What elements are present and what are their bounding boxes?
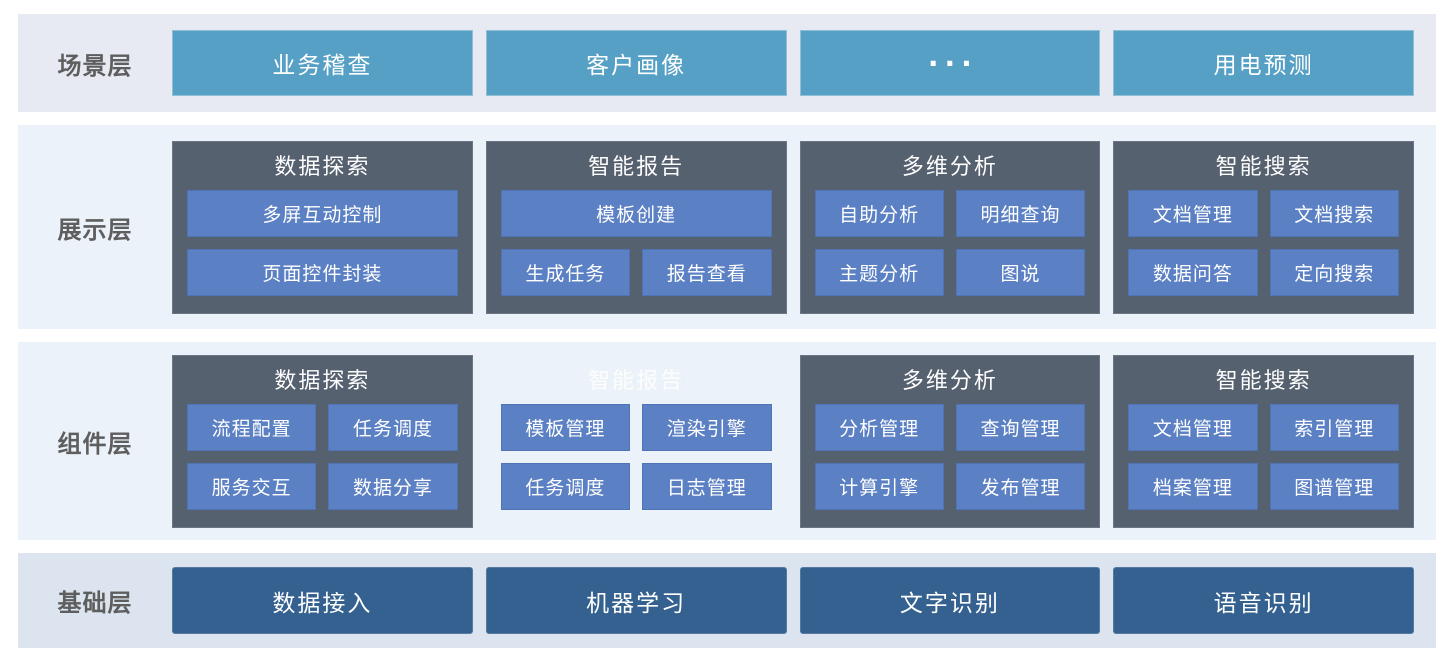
module-item: 流程配置 — [187, 403, 317, 451]
group-box: 智能搜索文档管理索引管理档案管理图谱管理 — [1113, 354, 1414, 528]
module-item: 报告查看 — [642, 248, 772, 296]
group-box: 多维分析分析管理查询管理计算引擎发布管理 — [799, 354, 1101, 528]
group-row: 文档管理文档搜索 — [1128, 189, 1399, 237]
module-item: 自助分析 — [814, 189, 944, 237]
group-rows: 多屏互动控制页面控件封装 — [187, 189, 458, 296]
module-item: 服务交互 — [187, 462, 317, 510]
group-row: 任务调度日志管理 — [500, 462, 772, 510]
group-title: 数据探索 — [274, 367, 371, 393]
group-row: 生成任务报告查看 — [500, 248, 772, 296]
group-row: 自助分析明细查询 — [814, 189, 1086, 237]
scene-layer-band: 场景层 业务稽查客户画像···用电预测 — [18, 14, 1436, 112]
module-item: 多屏互动控制 — [187, 189, 458, 237]
module-item: 文档搜索 — [1269, 189, 1399, 237]
group-title: 多维分析 — [901, 367, 998, 393]
layer-label: 基础层 — [57, 590, 133, 617]
group-box: 数据探索多屏互动控制页面控件封装 — [172, 140, 473, 314]
group-row: 多屏互动控制 — [187, 189, 458, 237]
group-rows: 流程配置任务调度服务交互数据分享 — [187, 403, 458, 510]
module-item: 图说 — [955, 248, 1086, 296]
component-layer-content: 数据探索流程配置任务调度服务交互数据分享智能报告模板管理渲染引擎任务调度日志管理… — [172, 354, 1436, 528]
module-item: 任务调度 — [328, 403, 458, 451]
module-item: 分析管理 — [814, 403, 944, 451]
group-row: 主题分析图说 — [814, 248, 1086, 296]
presentation-layer-content: 数据探索多屏互动控制页面控件封装智能报告模板创建生成任务报告查看多维分析自助分析… — [172, 140, 1436, 314]
group-row: 数据问答定向搜索 — [1128, 248, 1399, 296]
group-rows: 自助分析明细查询主题分析图说 — [814, 189, 1086, 296]
foundation-box: 数据接入 — [172, 567, 473, 634]
module-item: 模板管理 — [500, 403, 631, 451]
group-box: 智能报告模板管理渲染引擎任务调度日志管理 — [486, 355, 787, 528]
module-item: 文档管理 — [1128, 403, 1258, 451]
foundation-box: 语音识别 — [1113, 567, 1414, 634]
layer-label: 展示层 — [57, 216, 133, 244]
group-row: 模板创建 — [500, 189, 772, 237]
module-item: 查询管理 — [955, 403, 1086, 451]
module-item: 数据问答 — [1128, 248, 1258, 296]
module-item: 发布管理 — [955, 462, 1086, 510]
module-item: 渲染引擎 — [642, 403, 772, 451]
group-row: 模板管理渲染引擎 — [500, 403, 772, 451]
module-item: 图谱管理 — [1269, 462, 1399, 510]
scenario-box: 用电预测 — [1113, 30, 1414, 96]
layer-label: 组件层 — [57, 430, 133, 458]
group-rows: 分析管理查询管理计算引擎发布管理 — [814, 403, 1086, 510]
scene-layer-content: 业务稽查客户画像···用电预测 — [172, 30, 1436, 96]
group-title: 智能搜索 — [1215, 367, 1312, 393]
module-item: 索引管理 — [1269, 403, 1399, 451]
group-row: 计算引擎发布管理 — [814, 462, 1086, 510]
group-row: 档案管理图谱管理 — [1128, 462, 1399, 510]
scenario-box: ··· — [799, 30, 1101, 96]
group-row: 分析管理查询管理 — [814, 403, 1086, 451]
scenario-box: 业务稽查 — [172, 30, 473, 96]
group-rows: 文档管理文档搜索数据问答定向搜索 — [1128, 189, 1399, 296]
layer-label: 场景层 — [57, 52, 133, 80]
group-row: 服务交互数据分享 — [187, 462, 458, 510]
group-box: 多维分析自助分析明细查询主题分析图说 — [799, 140, 1101, 314]
group-row: 流程配置任务调度 — [187, 403, 458, 451]
module-item: 文档管理 — [1128, 189, 1258, 237]
foundation-layer-content: 数据接入机器学习文字识别语音识别 — [172, 567, 1436, 634]
module-item: 明细查询 — [955, 189, 1086, 237]
group-rows: 文档管理索引管理档案管理图谱管理 — [1128, 403, 1399, 510]
group-title: 智能搜索 — [1215, 153, 1312, 179]
group-box: 智能搜索文档管理文档搜索数据问答定向搜索 — [1113, 140, 1414, 314]
component-layer-band: 组件层 数据探索流程配置任务调度服务交互数据分享智能报告模板管理渲染引擎任务调度… — [18, 342, 1436, 540]
group-rows: 模板管理渲染引擎任务调度日志管理 — [500, 403, 772, 510]
group-title: 多维分析 — [901, 153, 998, 179]
module-item: 页面控件封装 — [187, 248, 458, 296]
module-item: 计算引擎 — [814, 462, 944, 510]
module-item: 任务调度 — [500, 462, 631, 510]
group-rows: 模板创建生成任务报告查看 — [500, 189, 772, 296]
module-item: 数据分享 — [328, 462, 458, 510]
module-item: 生成任务 — [500, 248, 631, 296]
group-title: 数据探索 — [274, 153, 371, 179]
module-item: 模板创建 — [500, 189, 772, 237]
scenario-box: 客户画像 — [485, 30, 787, 96]
group-title: 智能报告 — [588, 153, 685, 179]
foundation-layer-band: 基础层 数据接入机器学习文字识别语音识别 — [18, 553, 1436, 648]
presentation-layer-band: 展示层 数据探索多屏互动控制页面控件封装智能报告模板创建生成任务报告查看多维分析… — [18, 125, 1436, 329]
foundation-box: 文字识别 — [799, 567, 1101, 634]
module-item: 档案管理 — [1128, 462, 1258, 510]
group-row: 页面控件封装 — [187, 248, 458, 296]
group-box: 数据探索流程配置任务调度服务交互数据分享 — [172, 354, 473, 528]
module-item: 主题分析 — [814, 248, 944, 296]
group-box: 智能报告模板创建生成任务报告查看 — [485, 140, 787, 314]
module-item: 定向搜索 — [1269, 248, 1399, 296]
group-row: 文档管理索引管理 — [1128, 403, 1399, 451]
group-title: 智能报告 — [588, 367, 685, 393]
foundation-box: 机器学习 — [485, 567, 787, 634]
module-item: 日志管理 — [642, 462, 772, 510]
